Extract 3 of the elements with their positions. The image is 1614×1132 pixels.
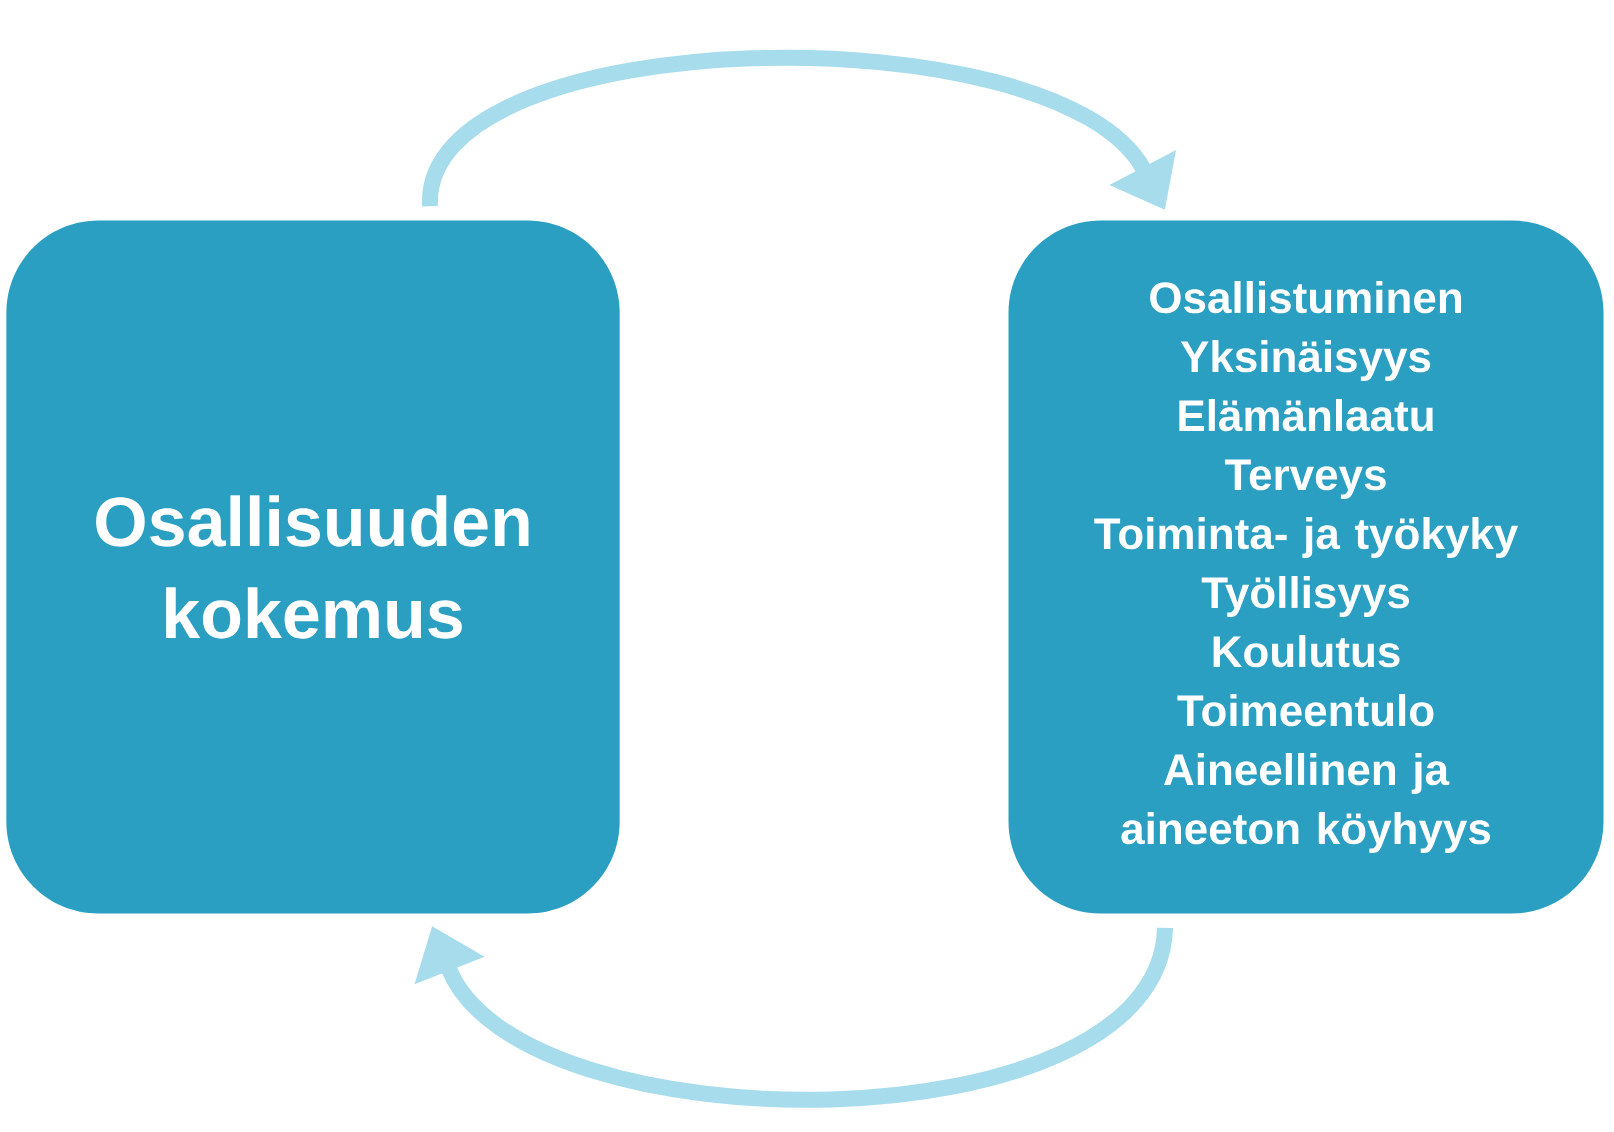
rounded-box: Osallistuminen Yksinäisyys Elämänlaatu Terveys Toiminta- ja työkyky Työllisyys Koulutus Toimeentulo Aineellinen ja aineeton köyhyys (1008, 220, 1604, 914)
rounded-box: Osallisuuden kokemus (6, 220, 620, 914)
curved-arrow (414, 925, 1173, 1108)
